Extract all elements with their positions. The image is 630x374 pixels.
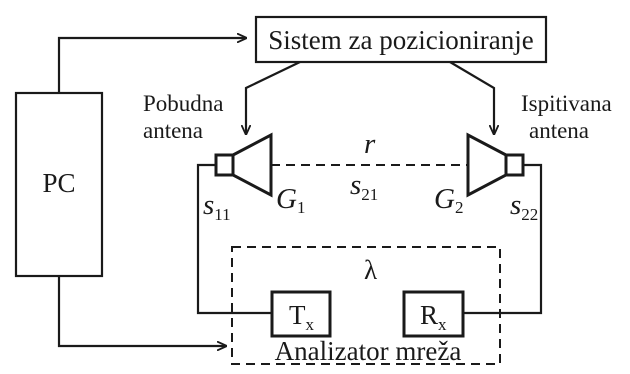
transmit-antenna-cable <box>196 163 272 315</box>
test-antenna-label-line2: antena <box>529 118 589 143</box>
s11-symbol: s11 <box>203 189 231 224</box>
positioning-to-transmit-antenna-arrow <box>246 61 301 134</box>
rx-box <box>402 290 465 338</box>
wavelength-symbol: λ <box>364 255 377 285</box>
pc-to-positioning-arrow <box>57 38 246 93</box>
positioning-system-label: Sistem za pozicioniranje <box>268 25 533 55</box>
g2-symbol: G2 <box>434 183 463 217</box>
test-antenna-horn <box>466 132 508 198</box>
s21-symbol: s21 <box>350 169 378 204</box>
test-antenna-label-line1: Ispitivana <box>521 91 612 116</box>
pc-box <box>14 91 104 278</box>
transmit-antenna-feed <box>214 153 235 177</box>
distance-symbol: r <box>364 128 376 160</box>
pc-label: PC <box>42 168 75 198</box>
pc-to-analyzer-arrow <box>57 276 226 346</box>
network-analyzer-label: Analizator mreža <box>275 336 462 366</box>
test-antenna-cable <box>463 163 543 315</box>
transmit-antenna-horn <box>231 132 273 198</box>
test-antenna-feed <box>504 153 525 177</box>
transmit-antenna-label-line1: Pobudna <box>143 91 224 116</box>
transmit-antenna-label-line2: antena <box>143 118 203 143</box>
g1-symbol: G1 <box>276 183 305 217</box>
s22-symbol: s22 <box>510 189 538 224</box>
network-analyzer-box <box>231 246 501 365</box>
tx-label: Tx <box>289 300 315 334</box>
positioning-to-test-antenna-arrow <box>449 61 494 134</box>
tx-box <box>270 290 332 338</box>
positioning-system-box <box>254 15 548 64</box>
rx-label: Rx <box>420 300 447 334</box>
